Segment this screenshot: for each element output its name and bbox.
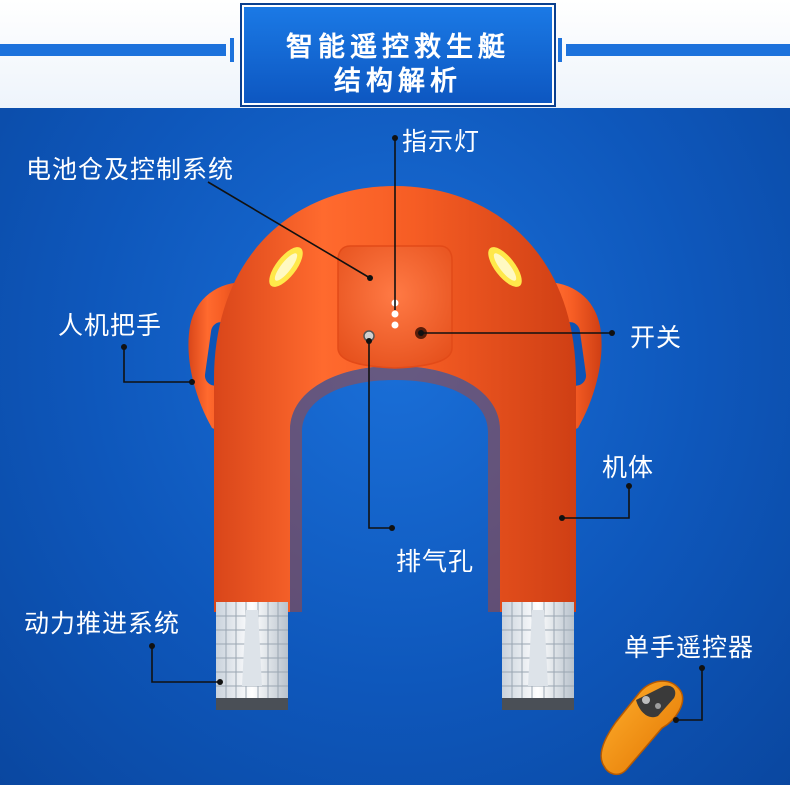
title-line-1: 智能遥控救生艇 [286,32,510,63]
label-propulsion: 动力推进系统 [24,609,181,638]
leader-lines [123,138,703,721]
indicator-light-2 [391,310,399,318]
hull-body [214,186,576,612]
leader-dots [121,135,705,723]
leader-remote [676,668,703,721]
left-light-strip [269,247,303,287]
label-indicator: 指示灯 [402,127,481,156]
leader-vent [368,341,392,529]
indicator-light-3 [391,321,399,329]
leader-handle [123,347,192,383]
left-propulsion-cage [216,602,288,710]
banner-bar-left [0,44,226,56]
leader-battery [207,181,371,279]
right-light-strip [488,247,522,287]
label-remote: 单手遥控器 [624,633,755,662]
right-propulsion-cage [502,602,574,710]
title-line-2: 结构解析 [334,66,462,97]
leader-propulsion [151,646,220,683]
banner-tick-right [558,38,562,62]
label-handle: 人机把手 [58,311,163,340]
header-banner: 智能遥控救生艇 结构解析 [0,0,790,108]
remote-control [600,680,684,776]
banner-bar-right [566,44,790,56]
label-switch: 开关 [630,323,683,352]
label-vent: 排气孔 [396,547,475,576]
label-body: 机体 [602,453,655,482]
leader-body [562,486,630,519]
banner-tick-left [230,38,234,62]
title-box: 智能遥控救生艇 结构解析 [240,3,556,107]
label-battery-control: 电池仓及控制系统 [26,155,235,184]
